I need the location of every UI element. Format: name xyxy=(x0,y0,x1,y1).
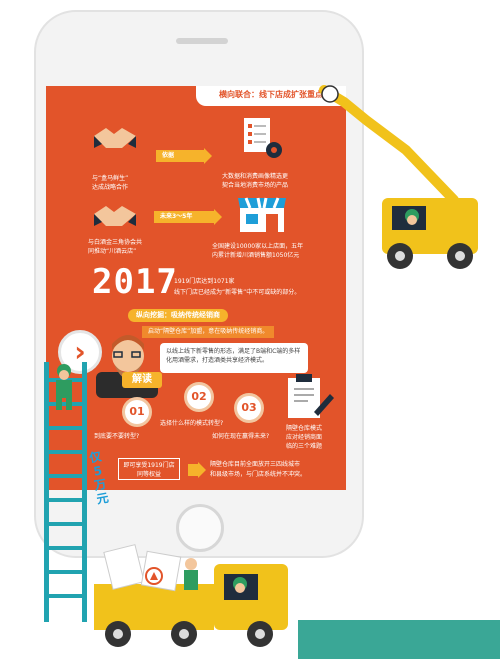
bottom-note-2: 和县级市场，与门店系统并不冲突。 xyxy=(210,471,307,478)
clipboard-pencil-icon xyxy=(288,374,334,418)
year-2017: 2017 xyxy=(92,262,178,302)
row2-right-text1: 全国建设10000家以上店面，五年 xyxy=(212,243,304,250)
worker-on-ladder-icon xyxy=(56,364,72,410)
number-circle-2: 02 xyxy=(184,382,214,412)
year-line1: 1919门店达到1071家 xyxy=(174,278,235,285)
number-circle-1: 01 xyxy=(122,397,152,427)
right-note-3: 临的三个难题 xyxy=(286,443,323,450)
handshake-icon-2 xyxy=(94,206,136,226)
delivery-truck-icon xyxy=(94,544,288,647)
row1-left-text1: 与“盒马鲜生” xyxy=(92,175,129,182)
phone-home-button[interactable] xyxy=(176,504,224,552)
scholar-figure-icon xyxy=(96,335,158,398)
number-label-3: 如何在现在赢得未来? xyxy=(212,433,270,440)
number-circle-3: 03 xyxy=(234,393,264,423)
row2-left-text2: 同推动“川酒云店” xyxy=(88,248,137,255)
row2-chip: 未来3～5年 xyxy=(154,209,222,225)
year-line2: 线下门店已经成为“新零售”中不可或缺的部分。 xyxy=(174,289,301,296)
vertical-pill: 纵向挖掘：吸纳传统经销商 xyxy=(128,309,228,322)
checklist-gear-icon xyxy=(244,118,282,158)
right-note-2: 应对经销商面 xyxy=(286,434,323,441)
row1-right-text2: 契合当地消费市场的产品 xyxy=(222,182,289,189)
jiedu-label: 解读 xyxy=(122,372,162,388)
bottom-note-1: 隔壁仓库目前全面放开三四线城市 xyxy=(210,461,301,468)
row1-chip: 依据 xyxy=(156,148,212,164)
row2-left-text1: 与白酒金三角协会共 xyxy=(88,239,143,246)
infographic-screen: 横向联合：线下店成扩张重点 与“盒马鲜生” 达成战略合作 依据 大数据和消费画像… xyxy=(46,86,346,490)
row2-right-text2: 内累计新增川酒销售额1050亿元 xyxy=(212,252,300,259)
right-note-1: 隔壁仓库模式 xyxy=(286,425,323,432)
bottom-arrow xyxy=(188,462,206,478)
storefront-icon xyxy=(238,197,286,232)
crane-truck-icon xyxy=(319,85,478,269)
handshake-icon xyxy=(94,128,136,148)
row1-right-text1: 大数据和消费画像精选更 xyxy=(222,173,289,180)
row1-left-text2: 达成战略合作 xyxy=(92,184,129,191)
footer-teal-box xyxy=(298,620,500,659)
number-label-1: 到底要不要转型? xyxy=(94,433,140,440)
vertical-strip: 启动“隔壁仓库”加盟，意在吸纳传统经销商。 xyxy=(142,326,275,338)
phone-speaker xyxy=(176,38,228,44)
rights-button[interactable]: 即可享受1919门店同等权益 xyxy=(118,458,180,480)
number-label-2: 选择什么样的模式转型? xyxy=(160,420,224,427)
banner-title: 横向联合：线下店成扩张重点 xyxy=(196,86,346,106)
explain-bubble: 以线上线下新零售的形态，满足了B端和C端的多样化用酒需求，打造酒类共享经济模式。 xyxy=(160,343,308,373)
